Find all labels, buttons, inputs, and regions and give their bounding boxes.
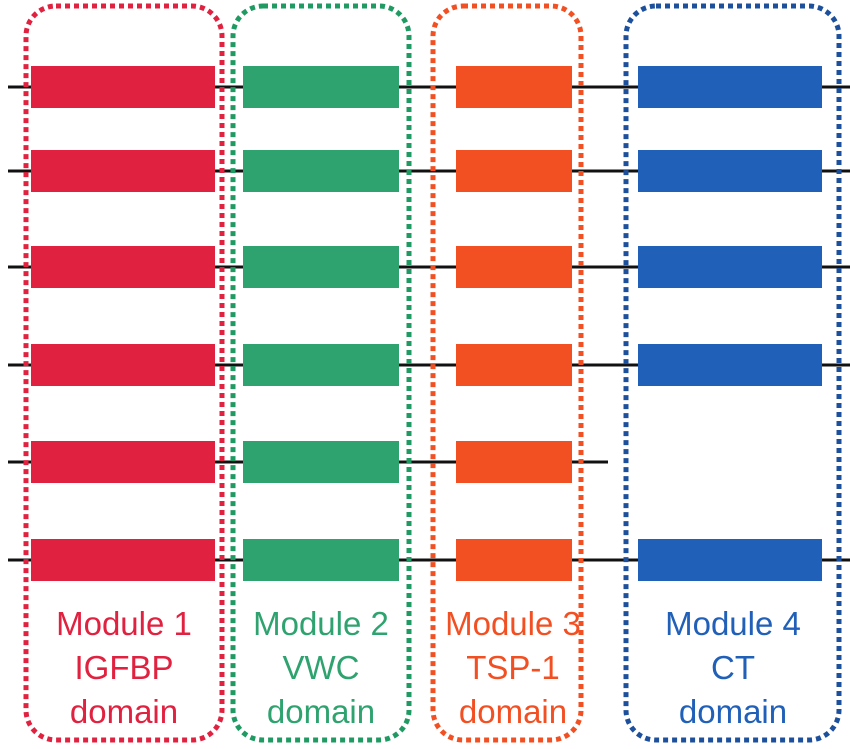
domain-block-row-4-module-3 — [456, 344, 572, 386]
domain-block-row-5-module-2 — [243, 441, 399, 483]
module-3-domain-name: TSP-1 — [466, 649, 560, 686]
domain-block-row-4-module-2 — [243, 344, 399, 386]
domain-block-row-4-module-1 — [31, 344, 215, 386]
domain-block-row-1-module-2 — [243, 66, 399, 108]
module-2-box — [230, 3, 412, 743]
module-2-name: Module 2 — [253, 605, 389, 642]
module-3-domain-word: domain — [458, 693, 568, 730]
module-3-name: Module 3 — [445, 605, 581, 642]
domain-block-row-5-module-1 — [31, 441, 215, 483]
domain-block-row-5-module-3 — [456, 441, 572, 483]
domain-block-row-6-module-4 — [638, 539, 822, 581]
module-4-domain-word: domain — [678, 693, 788, 730]
domain-block-row-2-module-4 — [638, 150, 822, 192]
domain-block-row-3-module-2 — [243, 246, 399, 288]
module-4-name: Module 4 — [665, 605, 801, 642]
domain-block-row-4-module-4 — [638, 344, 822, 386]
module-2-domain-name: VWC — [282, 649, 360, 686]
domain-block-row-6-module-3 — [456, 539, 572, 581]
module-3-label: Module 3 TSP-1 domain — [418, 602, 608, 734]
domain-block-row-1-module-4 — [638, 66, 822, 108]
domain-block-row-2-module-1 — [31, 150, 215, 192]
domain-block-row-3-module-4 — [638, 246, 822, 288]
module-1-label: Module 1 IGFBP domain — [29, 602, 219, 734]
domain-block-row-6-module-2 — [243, 539, 399, 581]
domain-blocks — [31, 66, 822, 581]
module-4-box — [623, 3, 842, 743]
module-1-box — [23, 3, 225, 743]
module-boxes — [23, 3, 842, 743]
domain-block-row-1-module-3 — [456, 66, 572, 108]
module-2-domain-word: domain — [266, 693, 376, 730]
domain-block-row-2-module-2 — [243, 150, 399, 192]
module-1-name: Module 1 — [56, 605, 192, 642]
module-3-box — [430, 3, 584, 743]
module-4-domain-name: CT — [711, 649, 755, 686]
domain-block-row-2-module-3 — [456, 150, 572, 192]
domain-block-row-3-module-1 — [31, 246, 215, 288]
module-1-domain-name: IGFBP — [74, 649, 174, 686]
module-1-domain-word: domain — [69, 693, 179, 730]
module-2-label: Module 2 VWC domain — [226, 602, 416, 734]
domain-block-row-6-module-1 — [31, 539, 215, 581]
domain-block-row-3-module-3 — [456, 246, 572, 288]
module-4-label: Module 4 CT domain — [638, 602, 828, 734]
domain-block-row-1-module-1 — [31, 66, 215, 108]
